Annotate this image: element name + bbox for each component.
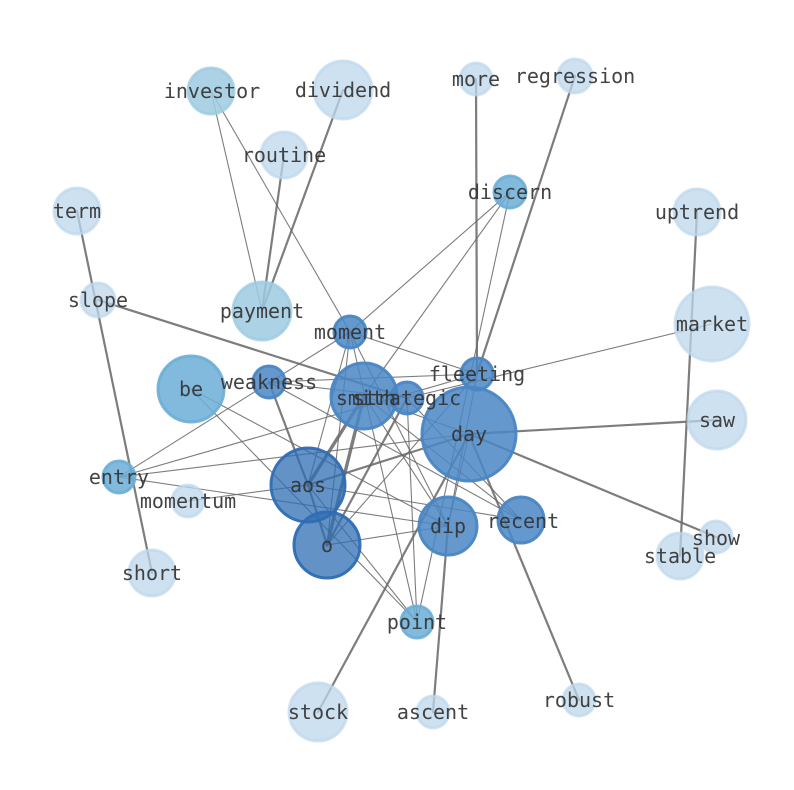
edge-discern-moment [349,191,511,333]
node-short [127,548,177,598]
node-label-weakness: weakness [221,370,317,394]
node-recent [496,495,546,545]
node-label-momentum: momentum [140,489,236,513]
node-stock [287,681,349,743]
edge-strategic-point [406,397,418,623]
node-label-short: short [122,561,182,585]
node-point [399,604,435,640]
node-label-aos: aos [290,473,326,497]
node-label-term: term [53,199,101,223]
node-label-payment: payment [220,299,304,323]
node-label-stable: stable [644,544,716,568]
node-robust [561,682,597,718]
node-label-saw: saw [699,408,736,432]
edges-layer [75,74,719,714]
node-slope [79,281,117,319]
node-dip [417,495,479,557]
node-ascent [415,694,451,730]
edge-more-fleeting [474,77,479,376]
node-label-strategic: strategic [353,386,461,410]
node-label-regression: regression [515,64,635,88]
node-label-uptrend: uptrend [655,200,739,224]
labels-layer: investor dividend more regression routine dis… [53,64,748,724]
node-more [458,61,494,97]
node-label-market: market [676,312,748,336]
node-term [52,186,102,236]
node-market [673,285,751,363]
node-weakness [251,364,287,400]
node-label-recent: recent [487,509,559,533]
node-be [156,354,226,424]
node-moment [332,314,368,350]
node-investor [186,66,236,116]
node-discern [492,174,528,210]
edge-dividend-payment [260,88,345,313]
node-strategic [389,380,425,416]
node-label-be: be [179,377,203,401]
node-label-dip: dip [430,514,466,538]
node-label-show: show [692,526,741,550]
node-momentum [170,483,206,519]
node-label-robust: robust [543,688,615,712]
node-label-point: point [387,610,447,634]
edge-investor-moment [210,90,351,333]
edge-regression-fleeting [475,74,577,376]
node-label-routine: routine [242,143,326,167]
edge-moment-entry [118,331,351,478]
node-label-entry: entry [89,465,149,489]
node-label-slope: slope [68,288,128,312]
node-label-discern: discern [468,180,552,204]
edge-dip-ascent [431,524,450,714]
node-label-smith: smith [336,386,396,410]
nodes-layer [52,57,751,743]
edge-day-stock [316,432,471,714]
edge-market-strategic [406,323,713,399]
node-o [292,510,362,580]
node-entry [101,459,137,495]
edge-weakness-recent [268,381,522,521]
node-label-moment: moment [314,320,386,344]
node-regression [556,57,594,95]
node-dividend [312,59,374,121]
node-routine [259,130,309,180]
edge-investor-payment [210,90,263,312]
node-label-more: more [452,67,500,91]
node-payment [231,280,293,342]
edge-discern-smith [363,191,511,397]
node-saw [686,389,748,451]
node-label-ascent: ascent [397,700,469,724]
node-label-day: day [451,422,487,446]
node-label-stock: stock [288,700,348,724]
node-label-dividend: dividend [295,78,391,102]
node-label-o: o [321,533,333,557]
node-label-investor: investor [164,79,260,103]
edge-term-short [75,209,154,575]
node-show [698,519,734,555]
edge-moment-fleeting [349,331,478,375]
edge-uptrend-stable [678,210,699,558]
node-stable [655,531,705,581]
node-uptrend [672,187,722,237]
node-day [420,385,518,483]
node-label-fleeting: fleeting [429,362,525,386]
